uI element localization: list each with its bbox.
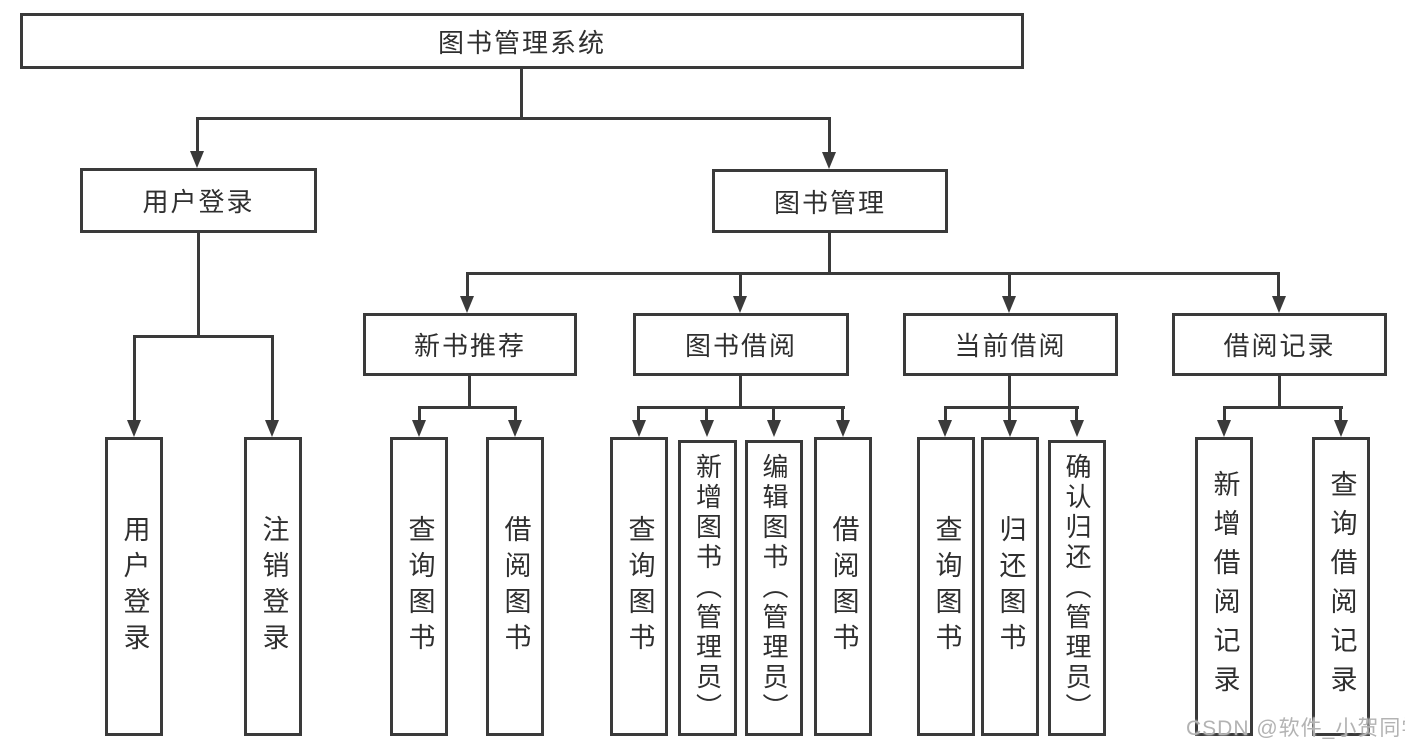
connector-hline — [944, 406, 1079, 409]
node-leaf-query-books-current: 查询图书 — [917, 437, 975, 736]
connector-vline — [196, 117, 199, 155]
node-book-management: 图书管理 — [712, 169, 948, 233]
arrow-down-icon — [190, 151, 204, 168]
connector-vline — [772, 406, 775, 422]
connector-hline — [197, 117, 831, 120]
connector-vline — [841, 406, 844, 422]
connector-vline — [133, 335, 136, 422]
arrow-down-icon — [412, 420, 426, 437]
node-library-management-system: 图书管理系统 — [20, 13, 1024, 69]
node-leaf-confirm-return-admin: 确认归还（管理员） — [1048, 440, 1106, 736]
connector-vline — [828, 117, 831, 155]
node-leaf-user-login: 用户登录 — [105, 437, 163, 736]
node-label: 图书借阅 — [684, 331, 797, 361]
node-label: 借阅图书 — [500, 514, 531, 659]
connector-vline — [1075, 406, 1078, 422]
connector-hline — [637, 406, 845, 409]
node-leaf-add-books-admin: 新增图书（管理员） — [678, 440, 737, 736]
connector-vline — [1223, 406, 1226, 422]
connector-vline — [1278, 376, 1281, 409]
node-leaf-edit-books-admin: 编辑图书（管理员） — [745, 440, 803, 736]
node-label: 用户登录 — [142, 187, 255, 217]
connector-vline — [1277, 272, 1280, 298]
connector-vline — [1008, 406, 1011, 422]
node-label: 当前借阅 — [954, 331, 1067, 361]
node-label: 编辑图书（管理员） — [759, 453, 789, 723]
node-label: 查询图书 — [404, 514, 435, 659]
connector-vline — [739, 376, 742, 409]
node-borrowing-records: 借阅记录 — [1172, 313, 1387, 376]
node-label: 图书管理 — [773, 187, 886, 218]
node-user-login: 用户登录 — [80, 168, 317, 233]
connector-vline — [705, 406, 708, 422]
node-label: 新增借阅记录 — [1209, 469, 1240, 704]
node-current-borrowing: 当前借阅 — [903, 313, 1118, 376]
connector-vline — [418, 406, 421, 422]
node-label: 查询图书 — [624, 514, 655, 659]
arrow-down-icon — [1272, 296, 1286, 313]
node-leaf-borrow-books: 借阅图书 — [814, 437, 872, 736]
arrow-down-icon — [767, 420, 781, 437]
connector-vline — [739, 272, 742, 298]
arrow-down-icon — [733, 296, 747, 313]
arrow-down-icon — [822, 152, 836, 169]
connector-hline — [466, 272, 1280, 275]
node-book-borrowing: 图书借阅 — [633, 313, 849, 376]
arrow-down-icon — [1217, 420, 1231, 437]
node-label: 用户登录 — [119, 514, 150, 659]
node-label: 查询图书 — [931, 514, 962, 659]
arrow-down-icon — [127, 420, 141, 437]
arrow-down-icon — [836, 420, 850, 437]
connector-vline — [1339, 406, 1342, 422]
node-label: 确认归还（管理员） — [1062, 453, 1092, 723]
arrow-down-icon — [938, 420, 952, 437]
node-new-book-recommendation: 新书推荐 — [363, 313, 577, 376]
node-label: 查询借阅记录 — [1326, 469, 1357, 704]
arrow-down-icon — [460, 296, 474, 313]
connector-hline — [133, 335, 274, 338]
node-label: 借阅图书 — [828, 514, 859, 659]
node-label: 借阅记录 — [1223, 331, 1336, 361]
node-label: 新书推荐 — [413, 331, 526, 361]
connector-vline — [1008, 376, 1011, 409]
node-label: 图书管理系统 — [437, 27, 606, 58]
arrow-down-icon — [632, 420, 646, 437]
node-label: 注销登录 — [258, 514, 289, 659]
connector-vline — [514, 406, 517, 422]
arrow-down-icon — [265, 420, 279, 437]
connector-vline — [1008, 272, 1011, 298]
connector-vline — [197, 233, 200, 337]
arrow-down-icon — [1334, 420, 1348, 437]
connector-hline — [418, 406, 517, 409]
connector-vline — [468, 376, 471, 409]
node-leaf-logout: 注销登录 — [244, 437, 302, 736]
connector-vline — [271, 335, 274, 422]
node-leaf-query-borrow-record: 查询借阅记录 — [1312, 437, 1370, 736]
node-leaf-query-books-recommend: 查询图书 — [390, 437, 448, 736]
arrow-down-icon — [1003, 420, 1017, 437]
connector-hline — [1223, 406, 1343, 409]
node-label: 新增图书（管理员） — [692, 453, 723, 723]
arrow-down-icon — [1002, 296, 1016, 313]
connector-vline — [828, 233, 831, 274]
arrow-down-icon — [508, 420, 522, 437]
node-leaf-return-books: 归还图书 — [981, 437, 1039, 736]
node-leaf-borrow-books-recommend: 借阅图书 — [486, 437, 544, 736]
connector-vline — [520, 69, 523, 118]
arrow-down-icon — [700, 420, 714, 437]
csdn-watermark: CSDN @软件_小贺同学 — [1186, 717, 1405, 740]
node-leaf-query-books-borrowing: 查询图书 — [610, 437, 668, 736]
node-leaf-add-borrow-record: 新增借阅记录 — [1195, 437, 1253, 736]
connector-vline — [944, 406, 947, 422]
connector-vline — [466, 272, 469, 298]
connector-vline — [637, 406, 640, 422]
node-label: 归还图书 — [995, 514, 1026, 659]
arrow-down-icon — [1070, 420, 1084, 437]
